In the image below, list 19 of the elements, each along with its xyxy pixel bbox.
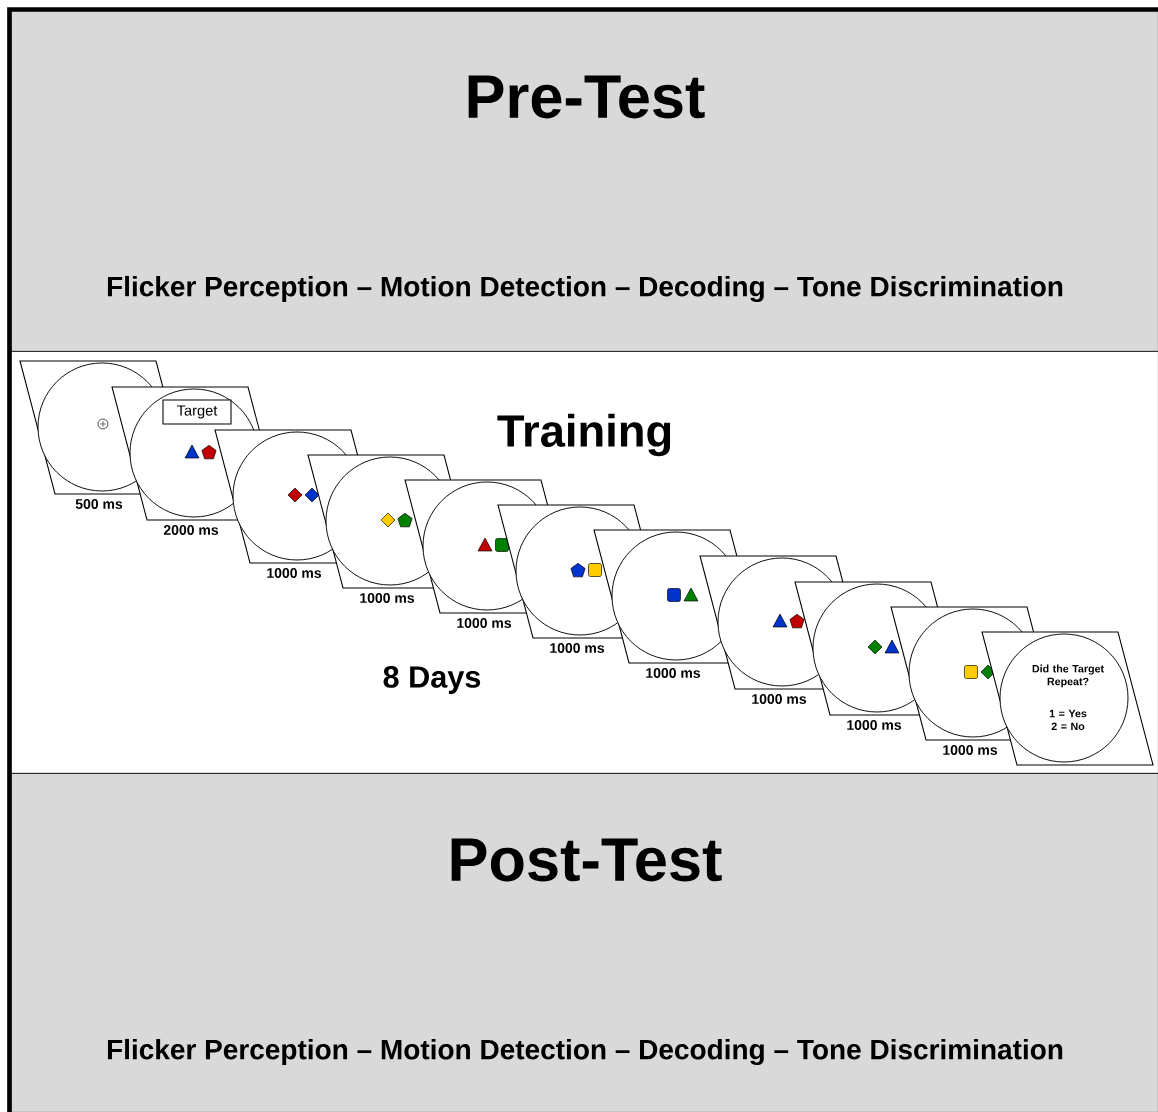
section-title: Post-Test <box>451 838 722 882</box>
duration-label: 1000 ms <box>457 618 512 628</box>
answer-options: 1 = Yes 2 = No <box>1049 709 1087 731</box>
duration-label: 1000 ms <box>943 745 998 755</box>
task-list: Flicker Perception – Motion Detection – Decoding – Tone Discrimination <box>107 1038 1063 1066</box>
label-box: Target <box>162 399 232 425</box>
duration-label: 1000 ms <box>360 593 415 603</box>
duration-caption: 8 Days <box>383 666 481 694</box>
duration-label: 1000 ms <box>752 694 807 704</box>
question-text: Did the Target Repeat? <box>1032 664 1104 688</box>
duration-label: 1000 ms <box>646 668 701 678</box>
duration-label: 1000 ms <box>267 568 322 578</box>
duration-label: 1000 ms <box>550 643 605 653</box>
duration-label: 1000 ms <box>847 720 902 730</box>
duration-label: 500 ms <box>75 499 123 509</box>
duration-label: 2000 ms <box>163 525 219 535</box>
task-list: Flicker Perception – Motion Detection – Decoding – Tone Discrimination <box>107 275 1063 303</box>
section-title: Training <box>497 413 671 457</box>
section-title: Pre-Test <box>468 75 705 119</box>
